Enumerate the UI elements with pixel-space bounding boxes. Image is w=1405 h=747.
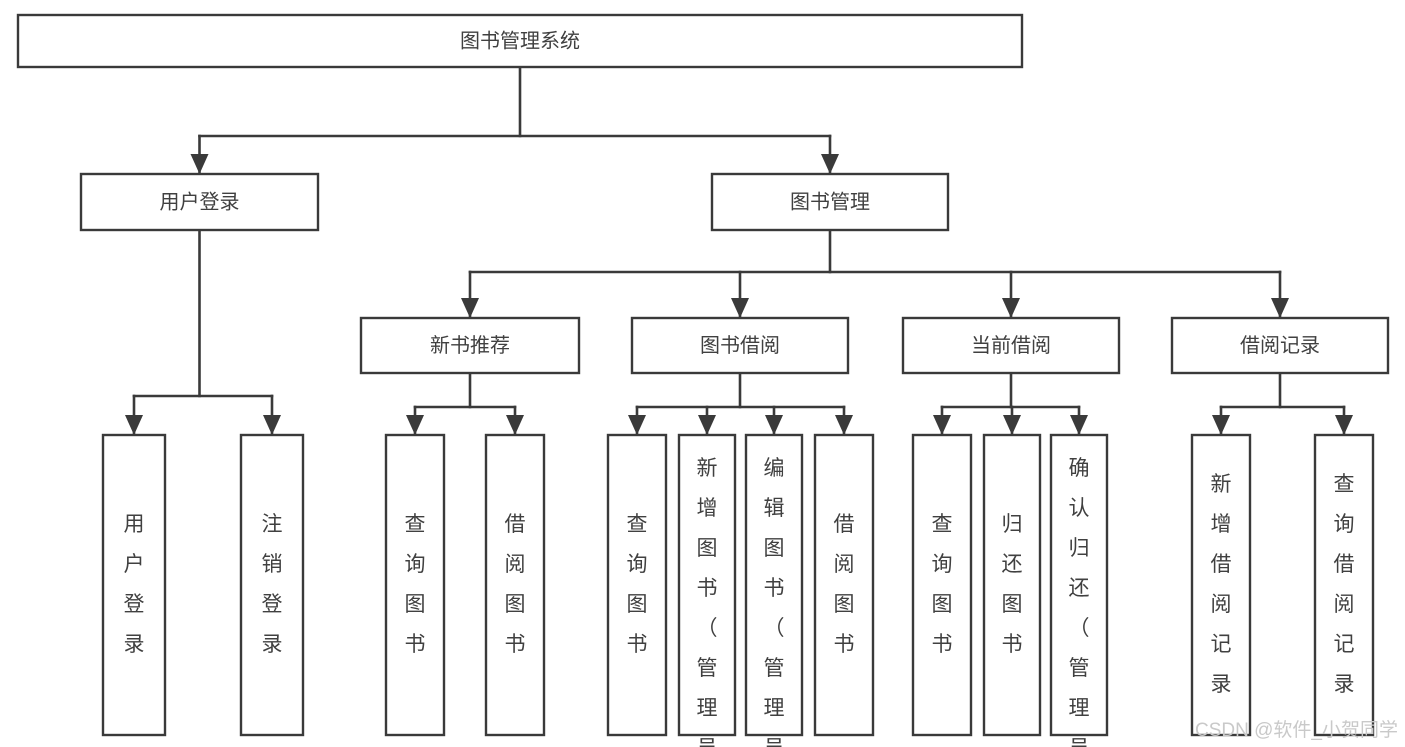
- node-label-bb-edit-book: 编辑图书（管理员）: [764, 457, 785, 747]
- arrow-head-icon: [1212, 415, 1230, 435]
- node-box-borrow-record[interactable]: [1170, 316, 1390, 375]
- node-label-new-book-rec: 新书推荐: [430, 334, 510, 357]
- node-box-root[interactable]: [16, 13, 1024, 69]
- arrow-head-icon: [506, 415, 524, 435]
- node-book-borrow[interactable]: 图书借阅: [630, 316, 850, 375]
- node-bb-add-book[interactable]: 新增图书（管理员）: [677, 433, 737, 747]
- node-label-cb-return-book: 归还图书: [1002, 513, 1023, 656]
- node-leaf-user-logout[interactable]: 注销登录: [239, 433, 305, 737]
- node-box-bb-borrow-book[interactable]: [813, 433, 875, 737]
- node-box-cb-query-book[interactable]: [911, 433, 973, 737]
- node-label-bb-borrow-book: 借阅图书: [834, 513, 855, 656]
- node-box-leaf-user-login[interactable]: [101, 433, 167, 737]
- node-leaf-user-login[interactable]: 用户登录: [101, 433, 167, 737]
- node-label-leaf-user-login: 用户登录: [124, 513, 145, 656]
- node-bb-query-book[interactable]: 查询图书: [606, 433, 668, 737]
- node-label-book-manage: 图书管理: [790, 190, 870, 213]
- arrow-head-icon: [1002, 298, 1020, 318]
- node-box-nb-query-book[interactable]: [384, 433, 446, 737]
- arrow-head-icon: [731, 298, 749, 318]
- arrow-head-icon: [698, 415, 716, 435]
- node-label-bb-query-book: 查询图书: [627, 513, 648, 656]
- node-box-bb-edit-book[interactable]: [744, 433, 804, 737]
- node-label-br-query-record: 查询借阅记录: [1334, 473, 1355, 696]
- arrow-head-icon: [1271, 298, 1289, 318]
- node-box-br-query-record[interactable]: [1313, 433, 1375, 737]
- arrow-head-icon: [125, 415, 143, 435]
- node-label-leaf-user-logout: 注销登录: [262, 513, 283, 656]
- node-nb-query-book[interactable]: 查询图书: [384, 433, 446, 737]
- node-root[interactable]: 图书管理系统: [16, 13, 1024, 69]
- node-bb-edit-book[interactable]: 编辑图书（管理员）: [744, 433, 804, 747]
- arrow-head-icon: [190, 154, 209, 174]
- node-layer: 图书管理系统用户登录图书管理新书推荐图书借阅当前借阅借阅记录用户登录注销登录查询…: [16, 13, 1390, 747]
- node-label-user-login: 用户登录: [160, 190, 240, 213]
- node-book-manage[interactable]: 图书管理: [710, 172, 950, 232]
- node-label-cb-confirm-return: 确认归还（管理员）: [1069, 457, 1090, 747]
- node-box-nb-borrow-book[interactable]: [484, 433, 546, 737]
- node-cb-confirm-return[interactable]: 确认归还（管理员）: [1049, 433, 1109, 747]
- node-label-br-add-record: 新增借阅记录: [1211, 473, 1232, 696]
- node-label-cb-query-book: 查询图书: [932, 513, 953, 656]
- node-label-bb-add-book: 新增图书（管理员）: [697, 457, 718, 747]
- arrow-head-icon: [1070, 415, 1088, 435]
- node-borrow-record[interactable]: 借阅记录: [1170, 316, 1390, 375]
- node-box-bb-query-book[interactable]: [606, 433, 668, 737]
- node-box-book-borrow[interactable]: [630, 316, 850, 375]
- node-bb-borrow-book[interactable]: 借阅图书: [813, 433, 875, 737]
- node-label-nb-borrow-book: 借阅图书: [505, 513, 526, 656]
- node-box-bb-add-book[interactable]: [677, 433, 737, 737]
- node-box-new-book-rec[interactable]: [359, 316, 581, 375]
- node-new-book-rec[interactable]: 新书推荐: [359, 316, 581, 375]
- node-current-borrow[interactable]: 当前借阅: [901, 316, 1121, 375]
- csdn-watermark: CSDN @软件_小贺同学: [1195, 719, 1398, 741]
- arrow-head-icon: [406, 415, 424, 435]
- arrow-head-icon: [628, 415, 646, 435]
- node-nb-borrow-book[interactable]: 借阅图书: [484, 433, 546, 737]
- node-box-leaf-user-logout[interactable]: [239, 433, 305, 737]
- node-label-borrow-record: 借阅记录: [1240, 334, 1320, 357]
- arrow-head-icon: [263, 415, 281, 435]
- node-box-cb-confirm-return[interactable]: [1049, 433, 1109, 737]
- node-label-root: 图书管理系统: [460, 29, 580, 52]
- node-box-cb-return-book[interactable]: [982, 433, 1042, 737]
- arrow-head-icon: [461, 298, 479, 318]
- node-box-br-add-record[interactable]: [1190, 433, 1252, 737]
- node-box-current-borrow[interactable]: [901, 316, 1121, 375]
- arrow-head-icon: [1335, 415, 1353, 435]
- node-user-login[interactable]: 用户登录: [79, 172, 320, 232]
- node-br-add-record[interactable]: 新增借阅记录: [1190, 433, 1252, 737]
- arrow-head-icon: [933, 415, 951, 435]
- node-cb-query-book[interactable]: 查询图书: [911, 433, 973, 737]
- node-label-nb-query-book: 查询图书: [405, 513, 426, 656]
- arrow-head-icon: [835, 415, 853, 435]
- connector-layer: [125, 65, 1353, 437]
- node-box-book-manage[interactable]: [710, 172, 950, 232]
- node-box-user-login[interactable]: [79, 172, 320, 232]
- node-label-current-borrow: 当前借阅: [971, 334, 1051, 357]
- arrow-head-icon: [1003, 415, 1021, 435]
- arrow-head-icon: [765, 415, 783, 435]
- node-br-query-record[interactable]: 查询借阅记录: [1313, 433, 1375, 737]
- arrow-head-icon: [821, 154, 839, 174]
- node-cb-return-book[interactable]: 归还图书: [982, 433, 1042, 737]
- node-label-book-borrow: 图书借阅: [700, 334, 780, 357]
